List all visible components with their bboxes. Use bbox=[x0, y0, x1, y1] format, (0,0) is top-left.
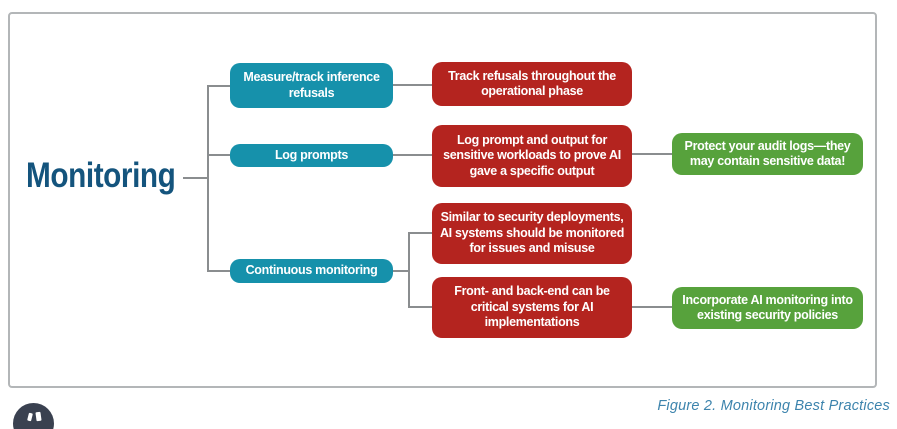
root-node-monitoring: Monitoring bbox=[26, 156, 176, 195]
footer-logo-icon bbox=[13, 403, 54, 429]
connector-topic3-junction bbox=[393, 270, 410, 272]
topic-label: Log prompts bbox=[274, 147, 349, 162]
figure-caption: Figure 2. Monitoring Best Practices bbox=[657, 398, 890, 414]
connector-junction-detail4 bbox=[408, 306, 432, 308]
detail-box-log-prompt-output: Log prompt and output for sensitive work… bbox=[432, 125, 632, 187]
logo-glyph-mark bbox=[27, 412, 33, 422]
connector-detail4-note2 bbox=[632, 306, 672, 308]
connector-topic2-detail2 bbox=[393, 154, 432, 156]
connector-root bbox=[183, 177, 209, 179]
topic-label: Measure/track inference refusals bbox=[243, 70, 380, 100]
connector-branch-2 bbox=[207, 154, 230, 156]
note-box-protect-audit-logs: Protect your audit logs—they may contain… bbox=[672, 133, 863, 175]
connector-junction-detail3 bbox=[408, 232, 432, 234]
note-label: Protect your audit logs—they may contain… bbox=[684, 138, 851, 169]
detail-box-front-back-end: Front- and back-end can be critical syst… bbox=[432, 277, 632, 338]
logo-glyph-mark bbox=[35, 411, 42, 422]
detail-box-similar-security-deployments: Similar to security deployments, AI syst… bbox=[432, 203, 632, 264]
topic-box-log-prompts: Log prompts bbox=[230, 144, 393, 167]
connector-topic1-detail1 bbox=[393, 84, 432, 86]
note-label: Incorporate AI monitoring into existing … bbox=[682, 292, 853, 323]
detail-box-track-refusals: Track refusals throughout the operationa… bbox=[432, 62, 632, 106]
connector-trunk bbox=[207, 85, 209, 271]
detail-label: Similar to security deployments, AI syst… bbox=[439, 210, 625, 256]
detail-label: Track refusals throughout the operationa… bbox=[448, 68, 616, 99]
connector-branch-3 bbox=[207, 270, 230, 272]
detail-label: Log prompt and output for sensitive work… bbox=[443, 132, 621, 178]
detail-label: Front- and back-end can be critical syst… bbox=[454, 284, 610, 330]
connector-branch-1 bbox=[207, 85, 230, 87]
note-box-incorporate-ai-monitoring: Incorporate AI monitoring into existing … bbox=[672, 287, 863, 329]
topic-label: Continuous monitoring bbox=[245, 263, 378, 278]
connector-detail2-note1 bbox=[632, 153, 672, 155]
topic-box-continuous-monitoring: Continuous monitoring bbox=[230, 259, 393, 283]
connector-junction-vertical bbox=[408, 232, 410, 308]
topic-box-measure-track-refusals: Measure/track inference refusals bbox=[230, 63, 393, 108]
